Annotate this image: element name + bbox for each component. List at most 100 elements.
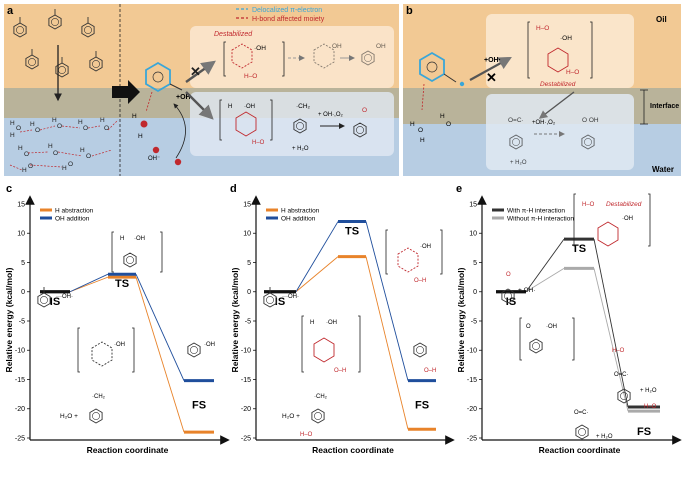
- series-connector: [593, 239, 629, 408]
- svg-text:H: H: [410, 121, 415, 128]
- svg-text:O: O: [35, 127, 40, 134]
- y-tick-label: -5: [19, 318, 25, 325]
- svg-text:H: H: [78, 119, 83, 126]
- label-interface: Interface: [650, 103, 679, 110]
- legend-label: H abstraction: [281, 207, 320, 214]
- destabilized-e: Destabilized: [606, 201, 642, 208]
- svg-text:·CH₂: ·CH₂: [296, 103, 311, 110]
- svg-text:O: O: [446, 121, 451, 128]
- y-tick-label: -15: [15, 377, 25, 384]
- svg-text:O–H: O–H: [334, 368, 346, 374]
- y-tick-label: -10: [467, 348, 477, 355]
- y-tick-label: 0: [21, 289, 25, 296]
- y-tick-label: 10: [243, 231, 251, 238]
- benzoyl-radical-b: O=C· + H₂O: [508, 117, 527, 166]
- svg-text:O: O: [104, 125, 109, 132]
- y-tick-label: 15: [243, 201, 251, 208]
- series-connector: [593, 268, 629, 412]
- h2o-e: + H₂O: [640, 388, 657, 394]
- y-tick-label: -15: [467, 377, 477, 384]
- svg-text:H: H: [10, 120, 15, 127]
- x-axis-title: Reaction coordinate: [539, 445, 621, 455]
- y-tick-label: 15: [17, 201, 25, 208]
- svg-text:O: O: [83, 125, 88, 132]
- svg-text:H: H: [18, 145, 23, 152]
- chart-e-molecules: O + OH· H–O Destabilized ·OH O·OH H–O O=…: [501, 193, 657, 440]
- svg-text:···OH·: ···OH·: [56, 294, 73, 300]
- panel-letter-a: a: [7, 5, 14, 17]
- svg-text:H: H: [100, 117, 105, 124]
- svg-text:OH: OH: [376, 43, 386, 50]
- svg-text:H–O: H–O: [566, 69, 579, 76]
- svg-text:+ H₂O: + H₂O: [596, 434, 613, 440]
- svg-text:O OH: O OH: [582, 117, 599, 124]
- reagent-oh-a: +OH·: [176, 94, 193, 101]
- svg-text:H: H: [420, 137, 425, 144]
- svg-text:H–O: H–O: [244, 73, 257, 80]
- series-connector: [365, 256, 409, 430]
- series-connector: [365, 221, 409, 381]
- y-tick-label: -25: [15, 435, 25, 442]
- y-tick-label: -5: [245, 318, 251, 325]
- legend-label: H abstraction: [55, 207, 94, 214]
- panel-letter-c: c: [6, 183, 12, 195]
- benzyl-radical: ·CH₂ + H₂O: [292, 103, 311, 152]
- svg-text:H: H: [310, 320, 314, 326]
- svg-text:·OH: ·OH: [420, 244, 431, 250]
- svg-text:H: H: [30, 121, 35, 128]
- svg-text:✕: ✕: [190, 64, 201, 79]
- svg-text:O: O: [506, 272, 511, 278]
- benzaldehyde: O: [353, 107, 367, 138]
- benzoic-acid: O OH: [581, 117, 599, 150]
- legend-label: Without π-H interaction: [507, 215, 574, 222]
- svg-text:H–O: H–O: [644, 404, 657, 410]
- y-tick-label: -20: [467, 406, 477, 413]
- svg-text:H: H: [138, 133, 143, 140]
- svg-text:O: O: [526, 324, 531, 330]
- y-tick-label: -25: [241, 435, 251, 442]
- label-oil: Oil: [656, 15, 667, 24]
- chart-d-molecules: ···OH· ·OH O–H H·OH O–H O–H H₂O + ·CH₂ H…: [264, 229, 443, 438]
- panel-letter-d: d: [230, 183, 237, 195]
- svg-text:H: H: [120, 236, 124, 242]
- series-connector: [69, 273, 109, 293]
- ox-b: +OH·,O₂: [532, 120, 556, 126]
- svg-text:·OH: ·OH: [326, 320, 337, 326]
- y-tick-label: 5: [247, 260, 251, 267]
- x-axis-title: Reaction coordinate: [312, 445, 394, 455]
- ts-addition-b: H–O ·OH H–O Destabilized: [527, 21, 593, 88]
- interfacial-toluene: [145, 61, 183, 93]
- y-tick-label: 0: [473, 289, 477, 296]
- y-tick-label: 15: [469, 201, 477, 208]
- svg-text:O–H: O–H: [414, 278, 426, 284]
- reagent-oh-b: +OH·: [484, 57, 501, 64]
- destabilized-a: Destabilized: [214, 31, 253, 38]
- y-tick-label: -25: [467, 435, 477, 442]
- y-tick-label: -5: [471, 318, 477, 325]
- y-tick-label: 10: [17, 231, 25, 238]
- legend-label: OH addition: [281, 215, 316, 222]
- svg-text:·OH: ·OH: [254, 45, 266, 52]
- svg-text:·OH: ·OH: [622, 216, 633, 222]
- label-water: Water: [652, 165, 674, 174]
- series-connector: [135, 276, 185, 433]
- svg-text:H: H: [80, 147, 85, 154]
- svg-text:O: O: [24, 151, 29, 158]
- y-tick-label: -20: [15, 406, 25, 413]
- y-axis-title: Relative energy (kcal/mol): [456, 267, 466, 372]
- series-connector: [295, 221, 339, 292]
- svg-text:O: O: [418, 127, 423, 134]
- y-tick-label: -10: [241, 348, 251, 355]
- svg-text:·OH: ·OH: [546, 324, 557, 330]
- svg-text:H: H: [228, 104, 232, 110]
- stage-label: IS: [275, 296, 285, 308]
- svg-text:O: O: [28, 163, 33, 170]
- svg-text:·OH: ·OH: [134, 236, 145, 242]
- y-axis-title: Relative energy (kcal/mol): [230, 267, 240, 372]
- svg-text:·OH: ·OH: [244, 104, 255, 110]
- water-network: HOH HO HO HO HO HO HO HO HO HO: [10, 117, 109, 174]
- benzaldehyde-interface: [419, 51, 465, 87]
- y-tick-label: 0: [247, 289, 251, 296]
- oh-addition-box: [190, 26, 394, 88]
